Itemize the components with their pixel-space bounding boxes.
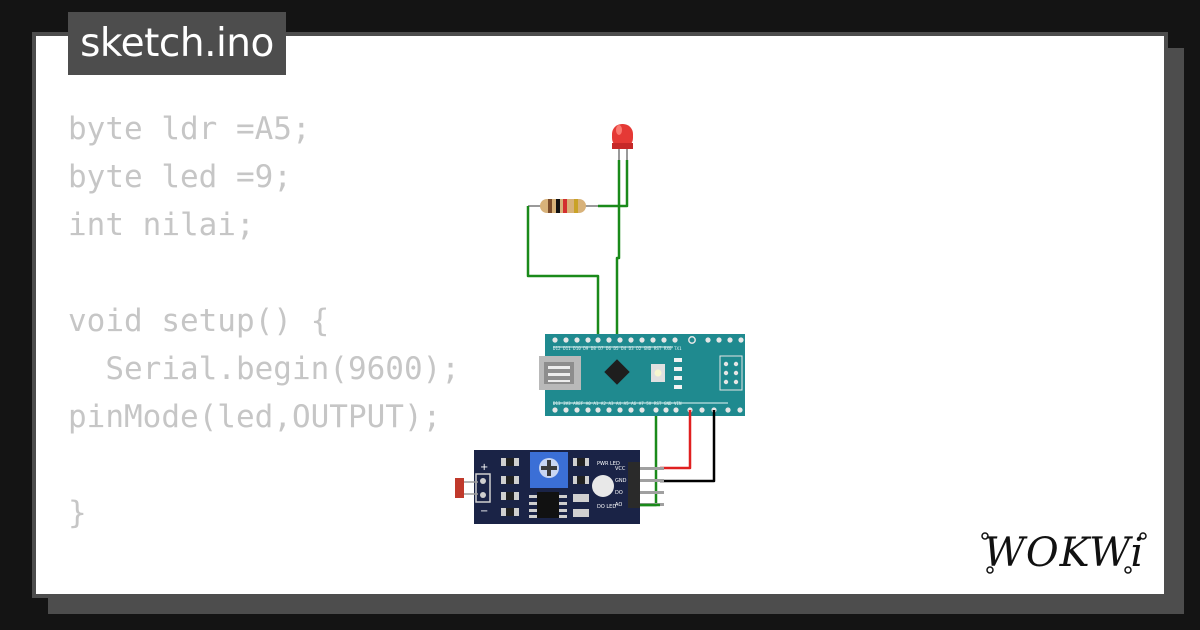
pwr-led-label: PWR LED [597, 461, 620, 467]
do-led-label: DO LED [597, 504, 616, 510]
pin-label-vcc: VCC [615, 466, 626, 472]
microcontroller-chip [604, 359, 630, 385]
top-pin-row [552, 336, 744, 344]
sensor-led [592, 475, 614, 497]
pin-label-do: DO [615, 490, 623, 496]
file-tab[interactable]: sketch.ino [68, 12, 286, 75]
code-line: } [68, 495, 87, 531]
board-bottom-pin-labels: D13 3V3 AREF A0 A1 A2 A3 A4 A5 A6 A7 5V … [553, 401, 682, 406]
svg-text:+: + [480, 462, 488, 473]
bottom-pin-row [552, 407, 743, 413]
code-line: void loop() { [68, 585, 460, 594]
pin-label-gnd: GND [615, 478, 627, 484]
circuit-diagram: + − PWR LED DO LED VCC GND DO AO [455, 124, 745, 524]
code-line: byte led =9; [68, 159, 292, 195]
pin-label-marks [553, 346, 728, 404]
arduino-nano-board[interactable] [539, 334, 745, 416]
preview-card: byte ldr =A5; byte led =9; int nilai; void … [32, 32, 1168, 598]
photoresistor [455, 478, 464, 498]
code-line: byte ldr =A5; [68, 111, 311, 147]
board-top-pin-labels: D12 D11 D10 D9 D8 D7 D6 D5 D4 D3 D2 GND … [553, 346, 682, 351]
power-wire [660, 410, 692, 470]
usb-connector [539, 356, 581, 390]
code-line: pinMode(led,OUTPUT); [68, 399, 442, 435]
comparator-chip [537, 492, 559, 518]
resistor[interactable] [528, 199, 598, 213]
pin-label-ao: AO [615, 502, 622, 508]
code-line: void setup() { [68, 303, 330, 339]
ground-wire [660, 410, 716, 483]
code-line: int nilai; [68, 207, 255, 243]
svg-text:−: − [480, 506, 488, 517]
ldr-sensor-module[interactable]: + − PWR LED DO LED VCC GND DO AO [455, 450, 664, 524]
code-line: Serial.begin(9600); [68, 351, 460, 387]
board-labels: D12 D11 D10 D9 D8 D7 D6 D5 D4 D3 D2 GND … [553, 346, 682, 406]
wokwi-logo-text: WOKWi [984, 530, 1145, 576]
code-preview: byte ldr =A5; byte led =9; int nilai; void … [68, 105, 460, 594]
wokwi-logo: WOKWi [981, 530, 1147, 576]
